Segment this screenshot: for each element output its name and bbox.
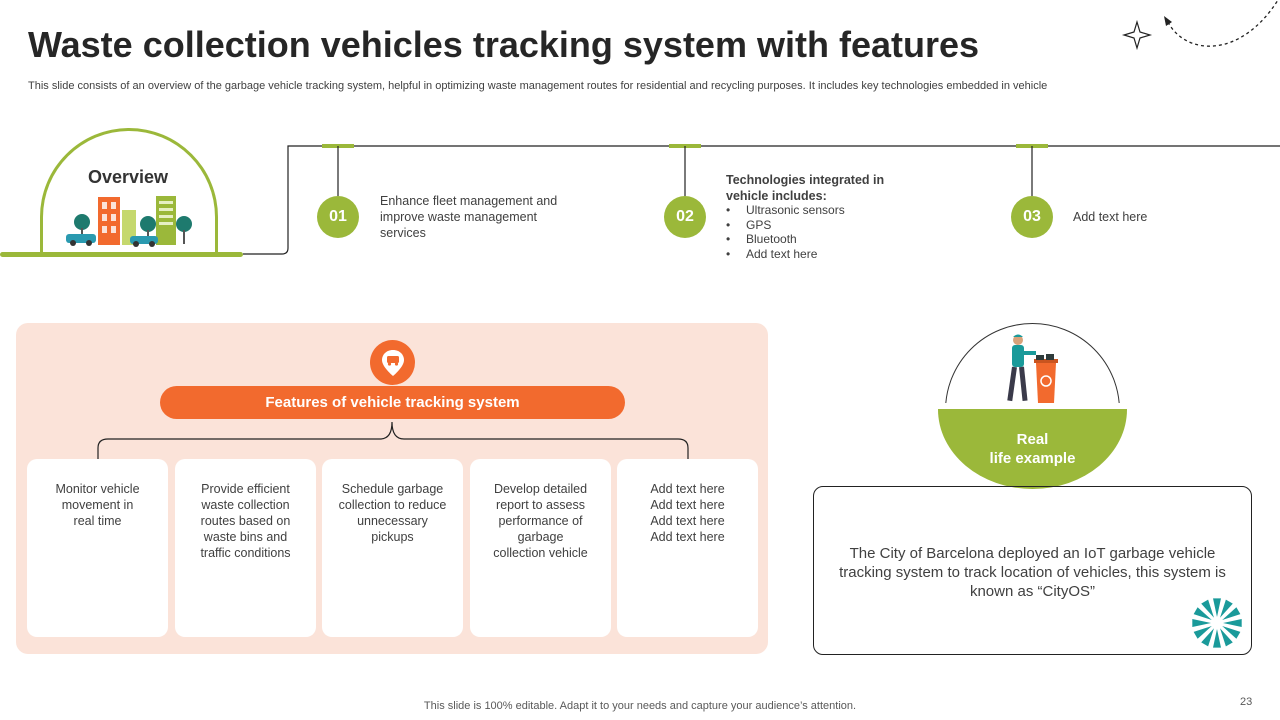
overview-ground-line — [0, 252, 243, 257]
list-item: Bluetooth — [726, 232, 845, 247]
card-text: Monitor vehicle movement in real time — [55, 482, 140, 528]
step-01-badge: 01 — [317, 196, 359, 238]
slide-subtitle: This slide consists of an overview of th… — [28, 80, 1048, 92]
technology-list: Ultrasonic sensors GPS Bluetooth Add tex… — [726, 203, 845, 261]
step-02-badge: 02 — [664, 196, 706, 238]
worker-bin-illustration — [1007, 334, 1058, 403]
step-03-text: Add text here — [1073, 210, 1148, 224]
burst-ray — [1213, 598, 1221, 617]
card-text: Provide efficient waste collection route… — [200, 482, 291, 560]
burst-ray — [1201, 599, 1214, 618]
slide-footer: This slide is 100% editable. Adapt it to… — [423, 700, 857, 712]
burst-ray — [1201, 628, 1214, 647]
burst-ray — [1223, 619, 1242, 627]
feature-card-3: Schedule garbage collection to reduce un… — [322, 459, 463, 637]
features-title-bar: Features of vehicle tracking system — [160, 386, 625, 419]
burst-ray — [1193, 626, 1212, 639]
burst-ray — [1192, 619, 1211, 627]
real-life-label: Real life example — [989, 431, 1076, 467]
sparkle-arc-decoration — [1121, 0, 1279, 51]
feature-card-5: Add text here Add text here Add text her… — [617, 459, 758, 637]
overview-title: Overview — [87, 167, 169, 187]
slide-title: Waste collection vehicles tracking syste… — [28, 24, 980, 65]
card-text: Schedule garbage collection to reduce un… — [338, 482, 447, 544]
burst-ray — [1213, 629, 1221, 648]
dashed-arc — [1167, 0, 1279, 47]
burst-ray — [1193, 607, 1212, 620]
feature-card-1: Monitor vehicle movement in real time — [27, 459, 168, 637]
feature-card-4: Develop detailed report to assess perfor… — [470, 459, 611, 637]
list-item: Ultrasonic sensors — [726, 203, 845, 218]
page-number: 23 — [1240, 696, 1253, 708]
burst-ray — [1222, 607, 1241, 620]
step-03-badge: 03 — [1011, 196, 1053, 238]
sparkle-icon — [1121, 19, 1153, 51]
step-01-text: Enhance fleet management and improve was… — [380, 194, 558, 240]
burst-ray — [1222, 626, 1241, 639]
feature-card-2: Provide efficient waste collection route… — [175, 459, 316, 637]
real-life-text: The City of Barcelona deployed an IoT ga… — [839, 545, 1226, 600]
card-text: Add text here Add text here Add text her… — [650, 482, 725, 544]
card-text: Develop detailed report to assess perfor… — [493, 482, 588, 560]
teal-burst-icon — [1192, 598, 1242, 648]
real-life-box — [813, 486, 1252, 655]
burst-ray — [1220, 628, 1233, 647]
list-item: Add text here — [726, 247, 845, 262]
arrow-head — [1164, 16, 1172, 26]
step-02-heading: Technologies integrated in vehicle inclu… — [726, 173, 885, 203]
city-illustration — [66, 196, 192, 247]
timeline-connector — [243, 144, 1280, 255]
burst-ray — [1220, 599, 1233, 618]
list-item: GPS — [726, 218, 845, 233]
location-pin-truck-icon — [370, 340, 415, 385]
